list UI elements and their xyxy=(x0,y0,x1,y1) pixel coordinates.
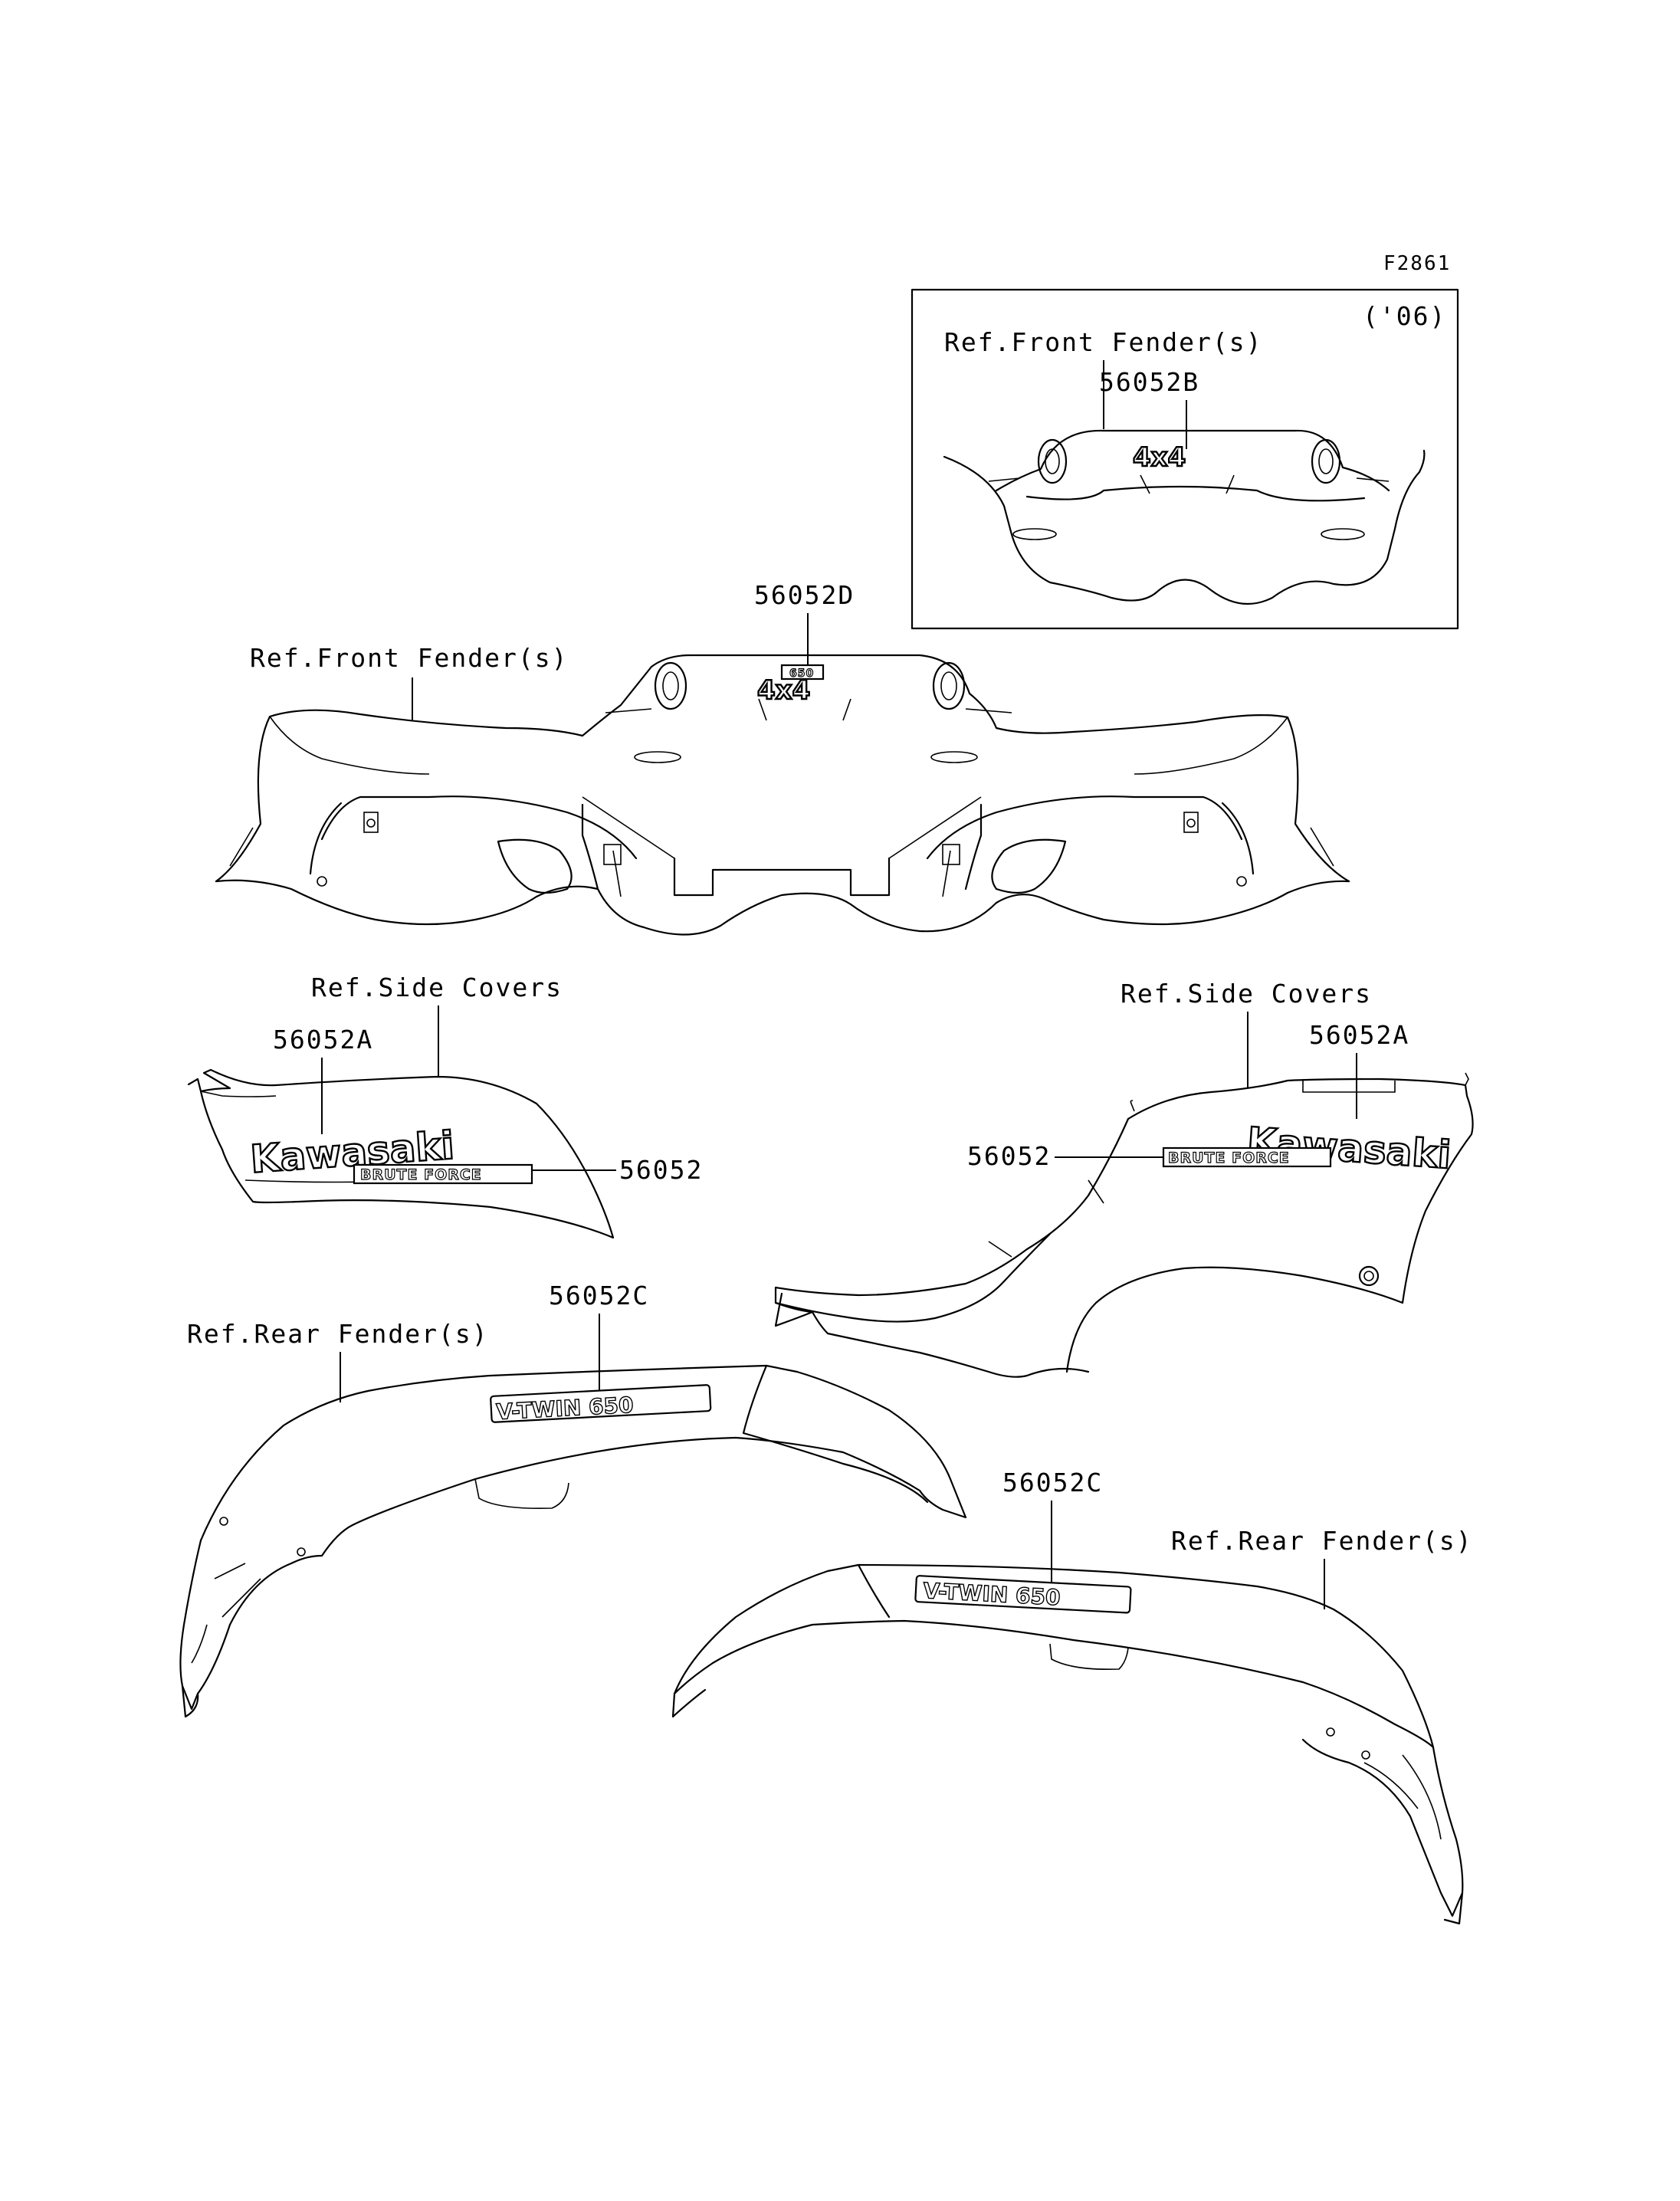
front-fender-badge-frame xyxy=(780,664,825,681)
side-cover-left-part: 56052 xyxy=(619,1155,703,1185)
rear-fender-left-decal-frame xyxy=(490,1384,712,1423)
rear-fender-right-group: 56052C Ref.Rear Fender(s) V-TWIN 650 xyxy=(671,1468,1473,1925)
inset-frame xyxy=(911,288,1459,630)
inset-fender-drawing xyxy=(943,429,1426,605)
side-cover-left-part-a: 56052A xyxy=(273,1025,373,1055)
side-cover-left-model-frame xyxy=(353,1163,533,1185)
inset-year-note: ('06) xyxy=(1363,301,1446,331)
figure-code: F2861 xyxy=(1383,252,1451,275)
inset-panel: ('06) Ref.Front Fender(s) 56052B 4x4 xyxy=(911,288,1459,630)
rear-fender-left-part-number: 56052C xyxy=(549,1281,649,1310)
side-cover-left-ref-label: Ref.Side Covers xyxy=(311,973,563,1002)
side-cover-left-brute-force-decal: BRUTE FORCE xyxy=(360,1166,482,1183)
side-cover-right-part: 56052 xyxy=(967,1141,1051,1171)
rear-fender-left-drawing xyxy=(179,1364,967,1718)
inset-ref-label: Ref.Front Fender(s) xyxy=(944,327,1263,357)
front-fender-group: 56052D Ref.Front Fender(s) xyxy=(215,580,1350,936)
side-cover-right-brute-force-decal: BRUTE FORCE xyxy=(1168,1150,1290,1166)
rear-fender-left-group: 56052C Ref.Rear Fender(s) V-TWIN 650 xyxy=(179,1281,967,1718)
side-cover-right-model-frame xyxy=(1162,1146,1332,1168)
inset-part-number: 56052B xyxy=(1099,367,1199,397)
front-fender-drawing xyxy=(215,654,1350,936)
rear-fender-left-ref-label: Ref.Rear Fender(s) xyxy=(187,1319,489,1349)
side-cover-right-part-a: 56052A xyxy=(1309,1020,1409,1050)
inset-4x4-decal: 4x4 xyxy=(1133,442,1186,473)
front-fender-4x4-decal: 4x4 xyxy=(757,675,810,706)
rear-fender-right-ref-label: Ref.Rear Fender(s) xyxy=(1171,1526,1473,1556)
rear-fender-right-decal-frame xyxy=(914,1575,1132,1614)
side-cover-left-group: Ref.Side Covers 56052A 56052 Kawasaki BR… xyxy=(187,973,703,1239)
side-cover-right-group: Ref.Side Covers 56052A 56052 Kawasaki BR… xyxy=(774,979,1474,1378)
side-cover-right-drawing xyxy=(774,1072,1474,1378)
rear-fender-right-drawing xyxy=(671,1563,1464,1925)
rear-fender-right-part-number: 56052C xyxy=(1002,1468,1103,1497)
front-fender-part-number: 56052D xyxy=(754,580,855,610)
front-fender-650-badge: 650 xyxy=(789,668,814,680)
side-cover-right-ref-label: Ref.Side Covers xyxy=(1121,979,1372,1009)
front-fender-ref-label: Ref.Front Fender(s) xyxy=(250,643,569,673)
